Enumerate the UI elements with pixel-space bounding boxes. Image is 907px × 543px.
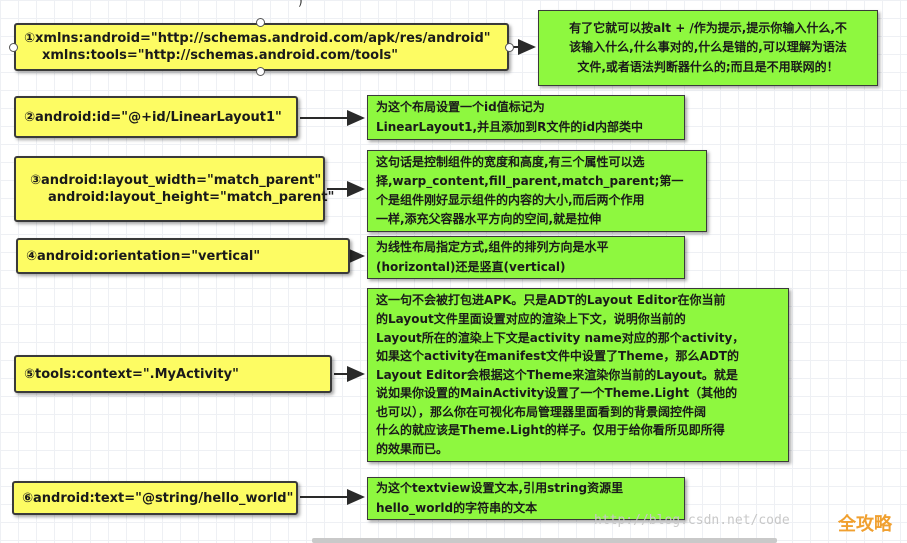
attribute-box-1[interactable]: ①xmlns:android="http://schemas.android.c… — [14, 23, 509, 71]
explanation-line: hello_world的字符串的文本 — [376, 500, 538, 515]
attribute-box-6[interactable]: ⑥android:text="@string/hello_world" — [12, 481, 298, 515]
attribute-box-3[interactable]: ③android:layout_width="match_parent" and… — [14, 156, 335, 222]
explanation-box-6: 为这个textview设置文本,引用string资源里 hello_world的… — [367, 477, 685, 520]
resize-handle-bottom[interactable] — [256, 67, 265, 76]
site-logo: 全攻略 — [838, 514, 892, 535]
attribute-line: ⑤tools:context=".MyActivity" — [24, 366, 239, 382]
attribute-line: ⑥android:text="@string/hello_world" — [22, 490, 294, 506]
attribute-line: ①xmlns:android="http://schemas.android.c… — [24, 31, 491, 46]
top-edge-mark: ) — [298, 0, 303, 8]
resize-handle-top[interactable] — [256, 18, 265, 27]
explanation-line: Layout所在的渲染上下文是activity name对应的那个activit… — [376, 330, 745, 345]
explanation-box-5: 这一句不会被打包进APK。只是ADT的Layout Editor在你当前 的La… — [367, 288, 789, 462]
attribute-line: xmlns:tools="http://schemas.android.com/… — [42, 48, 399, 63]
explanation-line: (horizontal)还是竖直(vertical) — [376, 259, 566, 274]
explanation-line: 择,warp_content,fill_parent,match_parent;… — [376, 174, 684, 188]
explanation-line: 文件,或者语法判断器什么的;而且是不用联网的！ — [577, 59, 839, 74]
explanation-line: 一样,添充父容器水平方向的空间,就是拉伸 — [376, 212, 602, 226]
explanation-line: Layout Editor会根据这个Theme来渲染你当前的Layout。就是 — [376, 367, 738, 382]
horizontal-scrollbar[interactable] — [312, 538, 777, 543]
explanation-line: 个是组件刚好显示组件的内容的大小,而后两个作用 — [376, 193, 645, 207]
explanation-line: 为这个布局设置一个id值标记为 — [376, 100, 545, 114]
explanation-line: 什么的就应该是Theme.Light的样子。仅用于给你看所见即所得 — [376, 423, 725, 438]
explanation-line: 的Layout文件里面设置对应的渲染上下文，说明你当前的 — [376, 311, 686, 326]
explanation-line: 说如果你设置的MainActivity设置了一个Theme.Light（其他的 — [376, 386, 738, 401]
attribute-line: android:layout_height="match_parent" — [48, 190, 335, 205]
attribute-box-5[interactable]: ⑤tools:context=".MyActivity" — [14, 355, 332, 393]
explanation-line: 这一句不会被打包进APK。只是ADT的Layout Editor在你当前 — [376, 293, 726, 308]
blog-watermark: http://blog.csdn.net/code — [594, 513, 790, 528]
explanation-box-1: 有了它就可以按alt + /作为提示,提示你输入什么,不 该输入什么,什么事对的… — [538, 10, 878, 86]
explanation-line: 如果这个activity在manifest文件中设置了Theme，那么ADT的 — [376, 349, 739, 364]
attribute-box-4[interactable]: ④android:orientation="vertical" — [16, 238, 350, 274]
explanation-line: 有了它就可以按alt + /作为提示,提示你输入什么,不 — [569, 20, 847, 35]
explanation-line: 为线性布局指定方式,组件的排列方向是水平 — [376, 240, 609, 254]
explanation-line: LinearLayout1,并且添加到R文件的id内部类中 — [376, 119, 644, 134]
explanation-line: 该输入什么,什么事对的,什么是错的,可以理解为语法 — [569, 40, 847, 55]
attribute-line: ②android:id="@+id/LinearLayout1" — [24, 109, 282, 125]
explanation-box-2: 为这个布局设置一个id值标记为 LinearLayout1,并且添加到R文件的i… — [367, 95, 685, 140]
attribute-box-2[interactable]: ②android:id="@+id/LinearLayout1" — [14, 96, 298, 138]
explanation-box-3: 这句话是控制组件的宽度和高度,有三个属性可以选 择,warp_content,f… — [367, 150, 707, 232]
attribute-line: ③android:layout_width="match_parent" — [30, 173, 322, 188]
attribute-line: ④android:orientation="vertical" — [26, 248, 261, 264]
resize-handle-right[interactable] — [505, 43, 514, 52]
explanation-box-4: 为线性布局指定方式,组件的排列方向是水平 (horizontal)还是竖直(ve… — [367, 236, 685, 279]
explanation-line: 这句话是控制组件的宽度和高度,有三个属性可以选 — [376, 155, 645, 169]
explanation-line: 为这个textview设置文本,引用string资源里 — [376, 481, 624, 495]
resize-handle-left[interactable] — [9, 43, 18, 52]
explanation-line: 也可以），那么你在可视化布局管理器里面看到的背景阔控件阔 — [376, 404, 707, 419]
explanation-line: 的效果而已。 — [376, 442, 449, 457]
